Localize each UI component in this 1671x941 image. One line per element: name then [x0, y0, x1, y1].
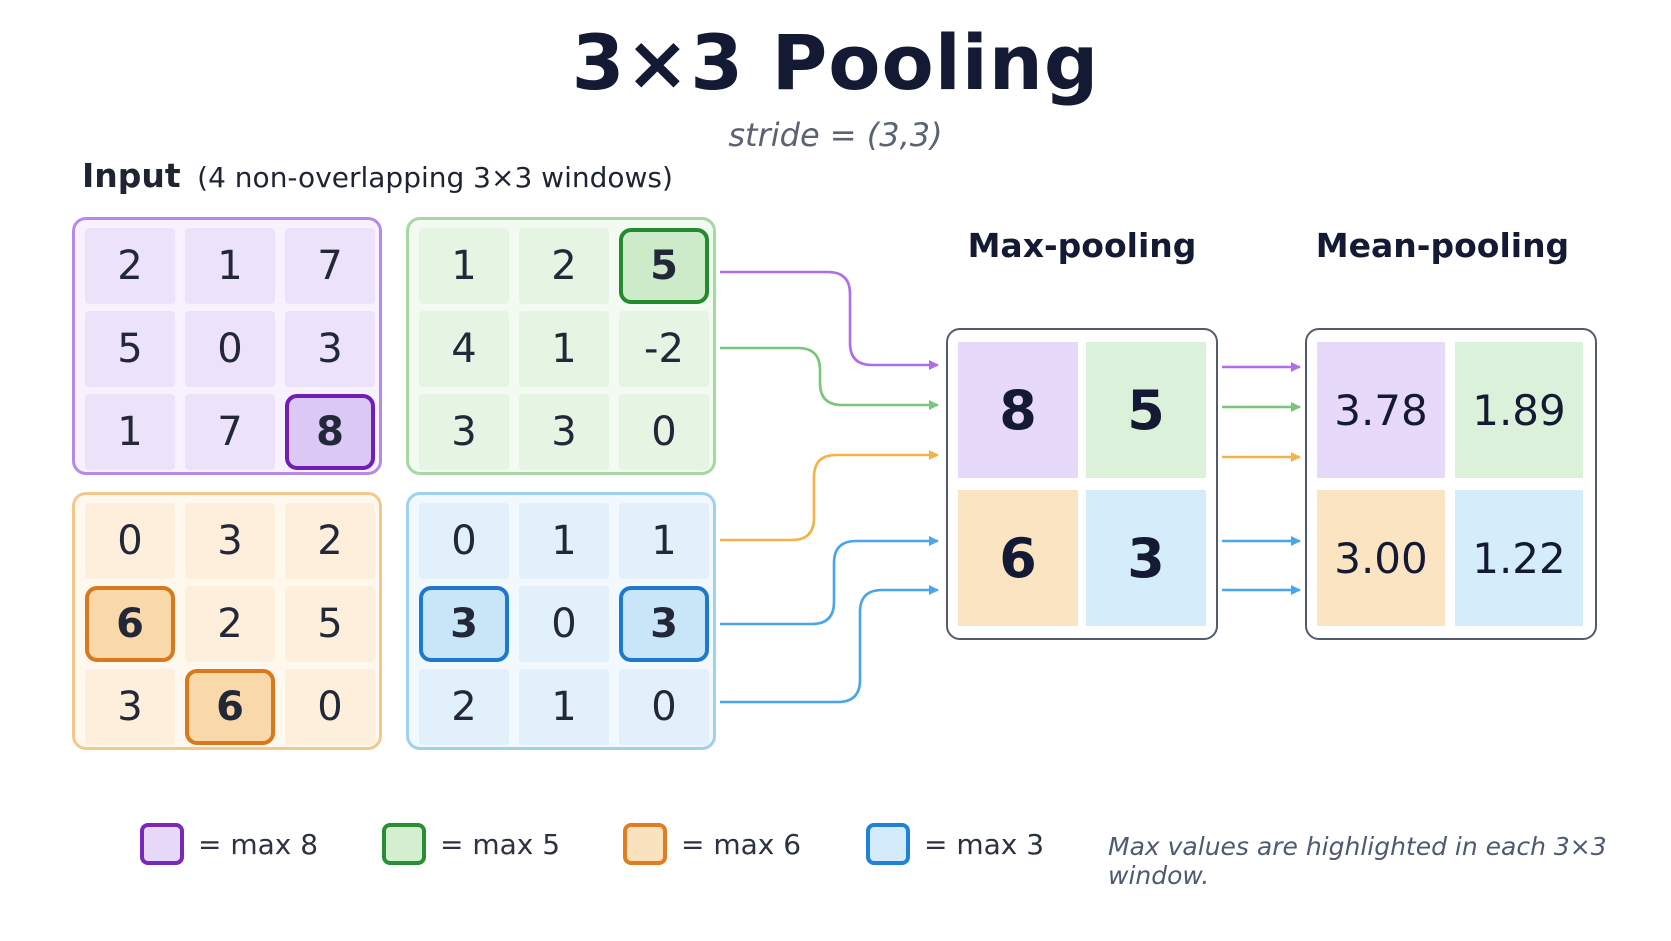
window-cell: -2: [619, 311, 709, 387]
window-cell: 3: [185, 503, 275, 579]
legend-swatch: [866, 823, 910, 865]
window-cell: 7: [285, 228, 375, 304]
window-cell: 1: [419, 228, 509, 304]
window-cell: 3: [285, 311, 375, 387]
window-cell: 2: [285, 503, 375, 579]
window-cell: 0: [419, 503, 509, 579]
arrow-purple: [720, 270, 939, 370]
mean-pooling-label: Mean-pooling: [1315, 226, 1570, 265]
legend-item: = max 5: [382, 823, 560, 865]
window-cell: 1: [519, 669, 609, 745]
mean-pool-cell: 3.00: [1317, 490, 1445, 626]
legend-item: = max 8: [140, 823, 318, 865]
stride-subtitle: stride = (3,3): [728, 116, 943, 154]
window-cell: 2: [419, 669, 509, 745]
max-pool-cell: 5: [1086, 342, 1206, 478]
input-heading-label: Input: [82, 156, 181, 195]
window-cell: 7: [185, 394, 275, 470]
max-cell-blue: 3: [419, 586, 509, 662]
footnote: Max values are highlighted in each 3×3 w…: [1108, 832, 1607, 890]
window-cell: 1: [519, 503, 609, 579]
max-pool-cell: 8: [958, 342, 1078, 478]
window-cell: 4: [419, 311, 509, 387]
arrow-blue: [720, 536, 939, 626]
window-cell: 0: [185, 311, 275, 387]
legend-label: = max 6: [681, 827, 802, 861]
window-cell: 1: [85, 394, 175, 470]
window-cell: 0: [619, 669, 709, 745]
legend-label: = max 3: [924, 827, 1045, 861]
legend-item: = max 3: [866, 823, 1044, 865]
window-cell: 5: [285, 586, 375, 662]
window-cell: 3: [85, 669, 175, 745]
arrow-orange: [720, 450, 939, 542]
max-cell-blue: 3: [619, 586, 709, 662]
window-cell: 1: [519, 311, 609, 387]
max-pooling-label: Max-pooling: [967, 226, 1197, 265]
input-heading: Input (4 non-overlapping 3×3 windows): [82, 156, 673, 195]
window-cell: 0: [285, 669, 375, 745]
window-cell: 3: [519, 394, 609, 470]
legend-label: = max 8: [198, 827, 319, 861]
max-cell-green: 5: [619, 228, 709, 304]
mean-pool-cell: 1.89: [1455, 342, 1583, 478]
max-pool-cell: 6: [958, 490, 1078, 626]
window-cell: 5: [85, 311, 175, 387]
max-cell-orange: 6: [185, 669, 275, 745]
legend-label: = max 5: [440, 827, 561, 861]
window-cell: 0: [519, 586, 609, 662]
legend-item: = max 6: [623, 823, 801, 865]
arrow-green: [720, 346, 939, 410]
input-heading-note: (4 non-overlapping 3×3 windows): [197, 161, 673, 194]
window-cell: 0: [619, 394, 709, 470]
legend-swatch: [382, 823, 426, 865]
max-cell-purple: 8: [285, 394, 375, 470]
legend-swatch: [140, 823, 184, 865]
max-pool-cell: 3: [1086, 490, 1206, 626]
window-cell: 1: [619, 503, 709, 579]
page-title: 3×3 Pooling: [571, 18, 1100, 107]
window-cell: 1: [185, 228, 275, 304]
mean-pool-cell: 3.78: [1317, 342, 1445, 478]
window-cell: 0: [85, 503, 175, 579]
window-cell: 2: [85, 228, 175, 304]
window-cell: 3: [419, 394, 509, 470]
max-cell-orange: 6: [85, 586, 175, 662]
mean-pool-cell: 1.22: [1455, 490, 1583, 626]
legend-swatch: [623, 823, 667, 865]
arrow-blue: [720, 585, 939, 704]
window-cell: 2: [185, 586, 275, 662]
window-cell: 2: [519, 228, 609, 304]
